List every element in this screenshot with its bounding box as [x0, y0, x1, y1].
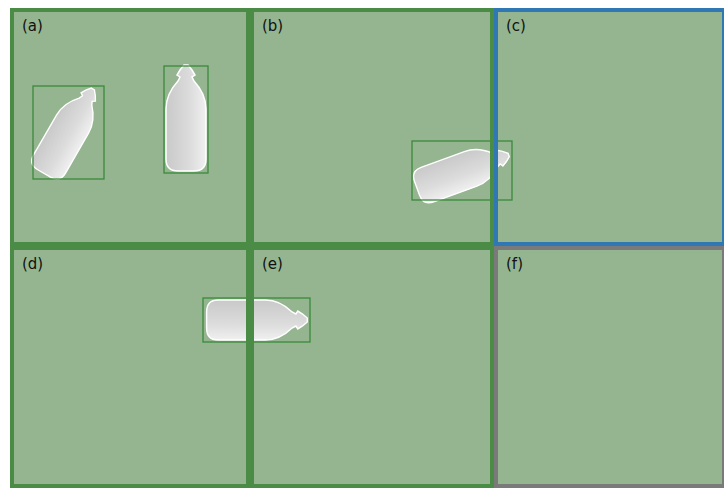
panel: (a): [10, 8, 250, 246]
panel-label: (c): [506, 17, 526, 35]
panel-label: (a): [22, 17, 43, 35]
panel: (d): [10, 246, 250, 488]
panel: (c): [494, 8, 724, 246]
panel-label: (f): [506, 255, 523, 273]
bottle: [28, 65, 515, 340]
panel: (f): [494, 246, 724, 488]
panel-label: (d): [22, 255, 43, 273]
panel-fill: [10, 8, 724, 488]
panel: (e): [250, 246, 494, 488]
panel-label: (b): [262, 17, 283, 35]
panel-label: (e): [262, 255, 283, 273]
bounding-box: [33, 66, 512, 342]
panel: (b): [250, 8, 494, 246]
